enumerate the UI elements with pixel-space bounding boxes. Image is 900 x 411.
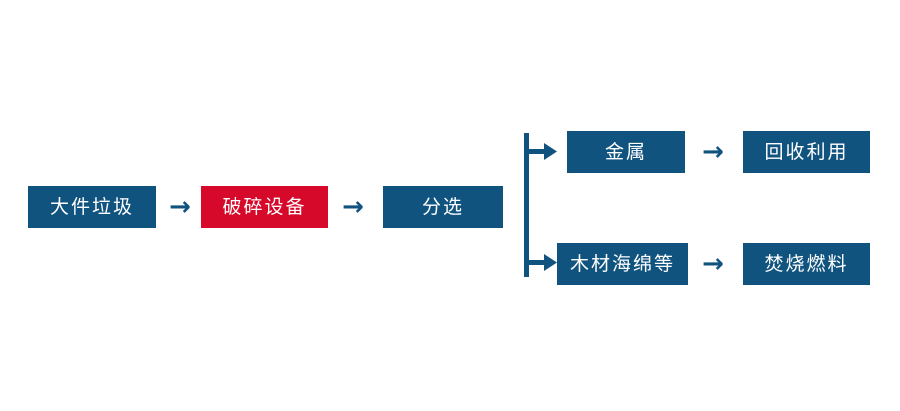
node-wood-sponge-etc[interactable]: 木材海绵等: [557, 243, 688, 285]
node-metal[interactable]: 金属: [567, 131, 685, 173]
node-incineration-fuel[interactable]: 焚烧燃料: [743, 243, 870, 285]
split-bracket-icon: [520, 126, 560, 284]
split-bracket-svg: [524, 133, 557, 277]
node-recycling-reuse[interactable]: 回收利用: [743, 131, 870, 173]
node-bulky-waste[interactable]: 大件垃圾: [28, 186, 156, 228]
arrow-right-icon-4: →: [702, 249, 724, 279]
node-crushing-equipment[interactable]: 破碎设备: [201, 186, 328, 228]
arrow-right-icon-1: →: [169, 192, 191, 222]
node-sorting[interactable]: 分选: [383, 186, 503, 228]
arrow-right-icon-3: →: [702, 137, 724, 167]
arrow-right-icon-2: →: [342, 192, 364, 222]
